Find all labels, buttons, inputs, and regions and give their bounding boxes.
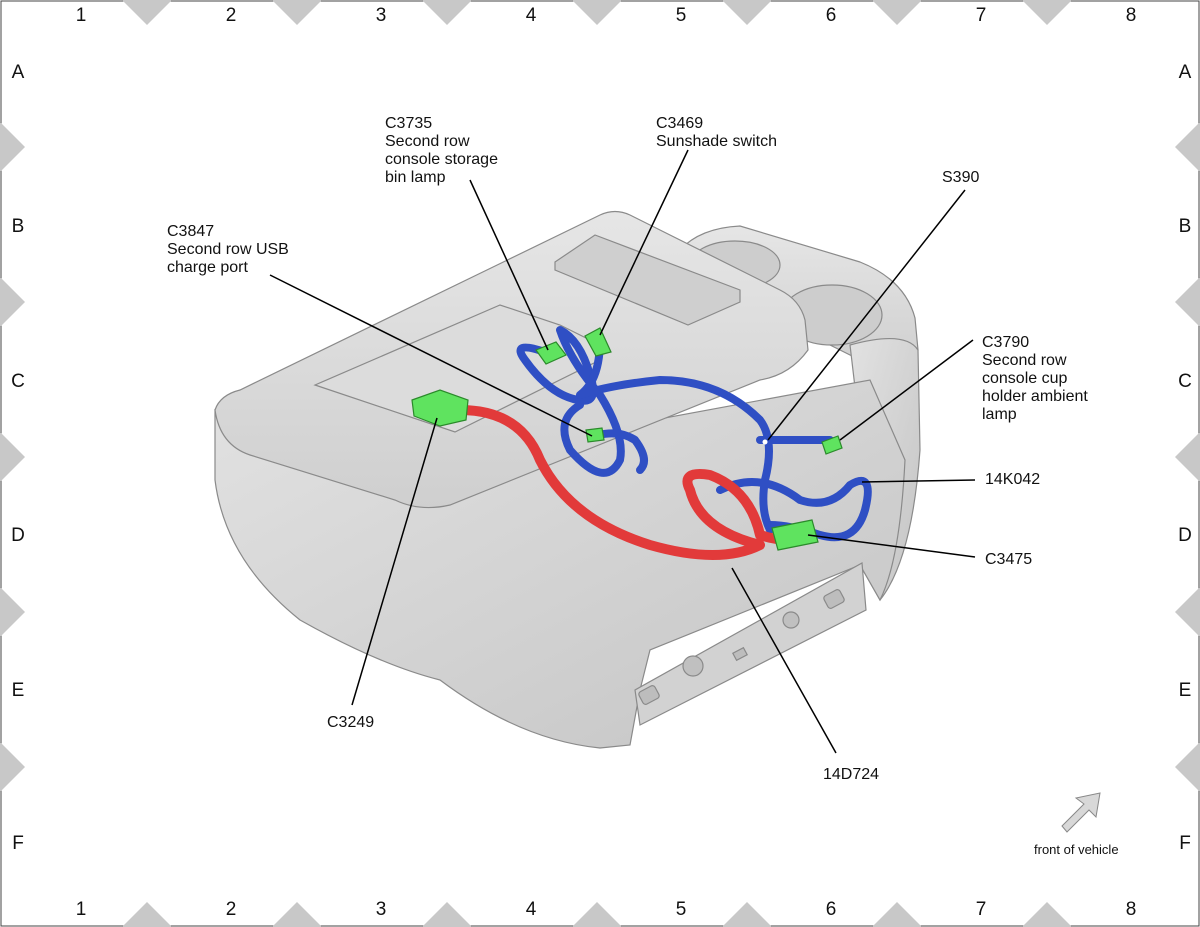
center-console: [214, 210, 921, 749]
callout-c3790: C3790 Second row console cup holder ambi…: [982, 334, 1088, 423]
callout-c3475: C3475: [985, 551, 1032, 568]
connector-c3249: [411, 389, 469, 427]
arrow-icon: [1061, 792, 1101, 833]
grid-col-7: 7: [976, 5, 987, 26]
callout-desc-line: lamp: [982, 406, 1017, 423]
grid-row-e: E: [12, 680, 25, 701]
leader-lines: [269, 149, 976, 754]
grid-row-b: B: [12, 216, 25, 237]
callout-c3735: C3735 Second row console storage bin lam…: [385, 115, 498, 186]
callout-desc-line: Second row USB: [167, 241, 289, 258]
connectors: [411, 327, 843, 551]
grid-row-d: D: [1178, 525, 1192, 546]
callout-id: C3847: [167, 223, 214, 240]
grid-col-1: 1: [76, 5, 87, 26]
callout-desc-line: charge port: [167, 259, 248, 276]
connector-c3735: [535, 341, 567, 365]
grid-col-3: 3: [376, 899, 387, 920]
grid-row-f: F: [12, 833, 24, 854]
grid-row-f: F: [1179, 833, 1191, 854]
grid-col-4: 4: [526, 899, 537, 920]
grid-col-8: 8: [1126, 899, 1137, 920]
grid-col-3: 3: [376, 5, 387, 26]
callout-id: S390: [942, 169, 979, 186]
grid-row-labels-left: A B C D E F: [11, 62, 25, 854]
grid-row-labels-right: A B C D E F: [1178, 62, 1192, 854]
callout-c3847: C3847 Second row USB charge port: [167, 223, 289, 276]
front-of-vehicle-label: front of vehicle: [1034, 842, 1119, 857]
port-slot: [732, 646, 748, 662]
grid-row-a: A: [1179, 62, 1192, 83]
storage-tray: [554, 234, 741, 326]
grid-col-1: 1: [76, 899, 87, 920]
grid-col-2: 2: [226, 899, 237, 920]
grid-col-6: 6: [826, 5, 837, 26]
callout-c3249: C3249: [327, 714, 374, 731]
port-left: [638, 685, 660, 705]
port-right: [823, 589, 845, 609]
splice-s390: [762, 439, 768, 445]
grid-row-d: D: [11, 525, 25, 546]
callout-desc-line: Sunshade switch: [656, 133, 777, 150]
grid-col-5: 5: [676, 5, 687, 26]
grid-col-7: 7: [976, 899, 987, 920]
callout-id: C3735: [385, 115, 432, 132]
callout-id: C3249: [327, 714, 374, 731]
callout-desc-line: holder ambient: [982, 388, 1088, 405]
callout-desc-line: console storage: [385, 151, 498, 168]
grid-row-a: A: [12, 62, 25, 83]
callout-14d724: 14D724: [823, 766, 879, 783]
grid-column-labels-bottom: 1 2 3 4 5 6 7 8: [76, 899, 1137, 920]
callout-id: 14D724: [823, 766, 879, 783]
port-round: [782, 611, 800, 629]
callout-c3469: C3469 Sunshade switch: [656, 115, 777, 150]
callout-id: C3790: [982, 334, 1029, 351]
callout-id: C3475: [985, 551, 1032, 568]
grid-col-5: 5: [676, 899, 687, 920]
rear-port-panel: [634, 562, 867, 726]
callout-14k042: 14K042: [985, 471, 1040, 488]
callout-desc-line: console cup: [982, 370, 1067, 387]
grid-col-2: 2: [226, 5, 237, 26]
callout-id: 14K042: [985, 471, 1040, 488]
grid-column-labels-top: 1 2 3 4 5 6 7 8: [76, 5, 1137, 26]
connector-c3847: [585, 427, 605, 443]
grid-row-e: E: [1179, 680, 1192, 701]
harness-14d724: [455, 405, 795, 560]
grid-col-4: 4: [526, 5, 537, 26]
grid-col-8: 8: [1126, 5, 1137, 26]
grid-row-c: C: [11, 371, 25, 392]
callout-desc-line: Second row: [385, 133, 470, 150]
callout-id: C3469: [656, 115, 703, 132]
grid-col-6: 6: [826, 899, 837, 920]
port-knob: [682, 655, 704, 677]
connector-c3469: [584, 327, 612, 357]
grid-row-b: B: [1179, 216, 1192, 237]
callout-desc-line: Second row: [982, 352, 1067, 369]
callout-desc-line: bin lamp: [385, 169, 446, 186]
grid-row-c: C: [1178, 371, 1192, 392]
connector-c3790: [821, 435, 843, 455]
connector-c3475: [771, 519, 819, 551]
front-of-vehicle-indicator: front of vehicle: [1034, 792, 1119, 857]
callout-s390: S390: [942, 169, 979, 186]
